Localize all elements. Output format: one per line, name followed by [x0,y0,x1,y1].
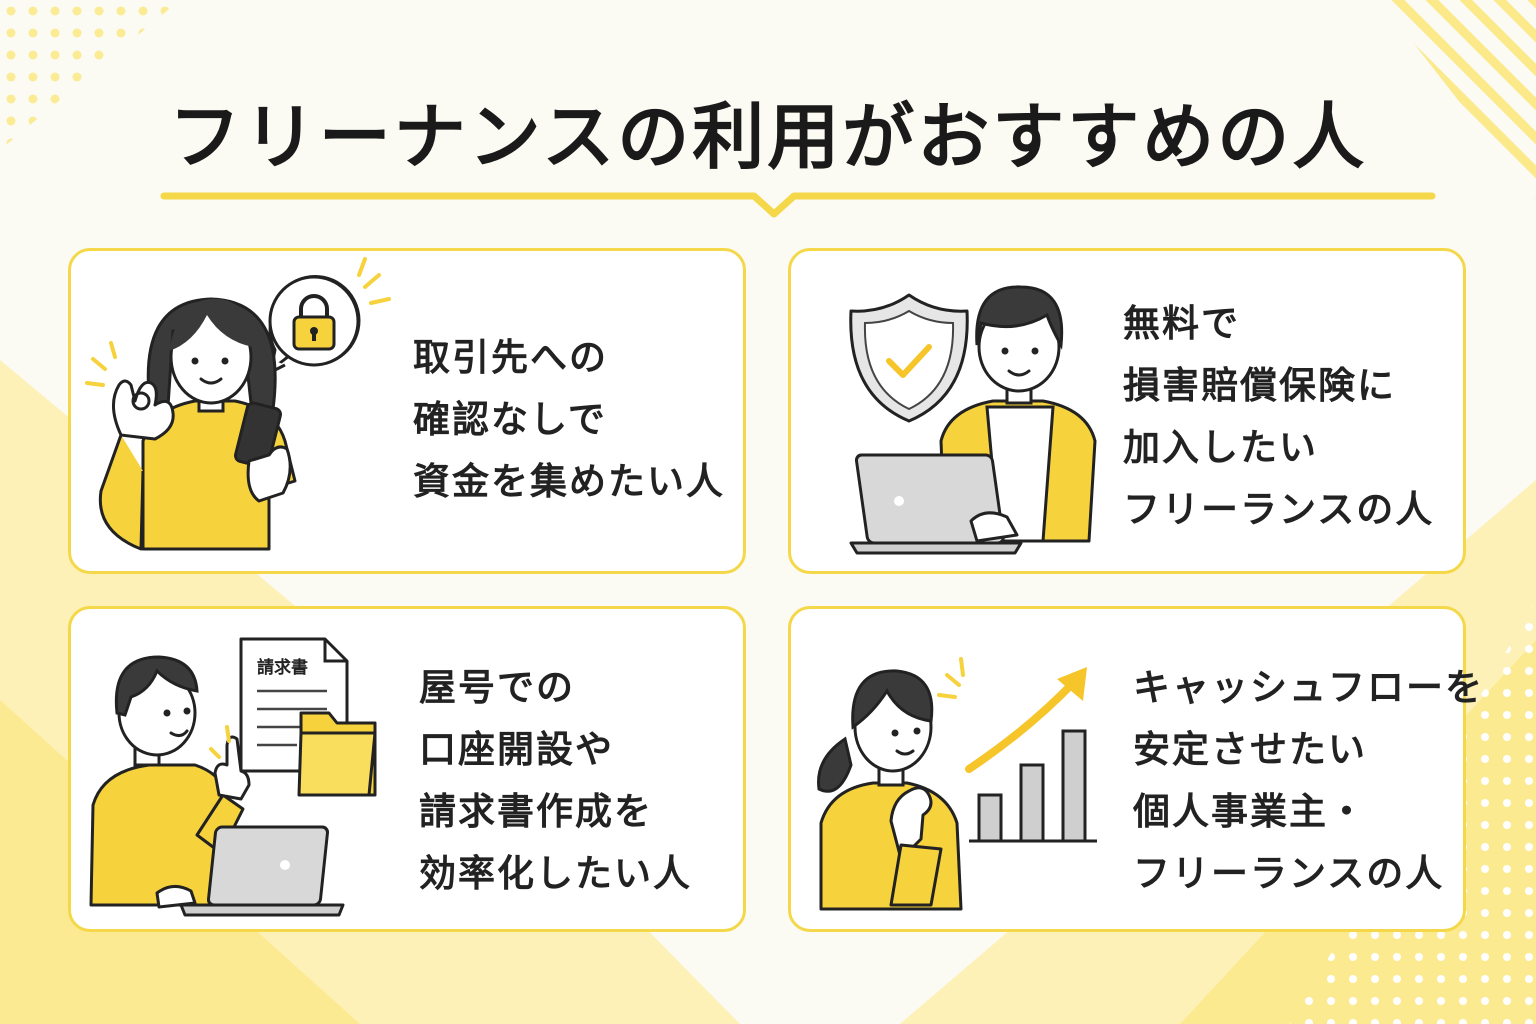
card-text: 無料で 損害賠償保険に 加入したい フリーランスの人 [1123,302,1435,531]
card-trade-name-account: 請求書 屋号での 口座開設や 請求書作成を 効率化したい人 [68,606,746,932]
card-free-insurance: 無料で 損害賠償保険に 加入したい フリーランスの人 [788,248,1466,574]
title-underline [160,192,1436,218]
card-text: 取引先への 確認なしで 資金を集めたい人 [413,336,725,503]
card-text: 屋号での 口座開設や 請求書作成を 効率化したい人 [419,666,692,895]
bar-chart-icon [969,729,1097,843]
woman-ok-gesture-illustration [85,257,391,551]
shield-check-icon [849,293,969,423]
card-no-client-confirmation: 取引先への 確認なしで 資金を集めたい人 [68,248,746,574]
man-pointing-illustration: 請求書 [89,637,377,917]
laptop-icon [179,825,345,917]
laptop-icon [849,453,1023,555]
card-stable-cashflow: キャッシュフローを 安定させたい 個人事業主・ フリーランスの人 [788,606,1482,932]
folder-icon [297,711,377,797]
page-title: フリーナンスの利用がおすすめの人 [168,95,1368,179]
up-arrow-icon [965,667,1087,773]
lock-icon [259,257,391,379]
man-with-laptop-illustration [849,285,1097,555]
woman-thinking-illustration [817,657,1097,911]
invoice-label: 請求書 [257,657,308,678]
card-text: キャッシュフローを 安定させたい 個人事業主・ フリーランスの人 [1133,666,1484,895]
